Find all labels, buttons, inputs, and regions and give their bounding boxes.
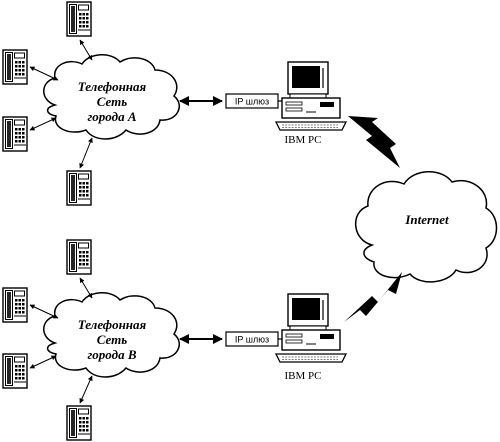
internet-label: Internet bbox=[404, 212, 449, 227]
network-b-line3: города В bbox=[88, 347, 137, 362]
cloud-internet bbox=[354, 171, 498, 283]
network-b-line2: Сеть bbox=[97, 332, 127, 347]
phone-link bbox=[29, 66, 59, 81]
cloud-network-b bbox=[43, 292, 180, 378]
phone-icon bbox=[2, 287, 28, 323]
phone-link bbox=[79, 39, 93, 61]
network-a-line1: Телефонная bbox=[78, 79, 147, 94]
phone-link bbox=[79, 375, 93, 404]
computer-icon bbox=[275, 61, 347, 131]
phone-link bbox=[79, 277, 93, 299]
phone-icon bbox=[66, 239, 92, 275]
phone-link bbox=[79, 137, 93, 169]
phone-icon bbox=[66, 170, 92, 206]
network-a-line3: города А bbox=[88, 109, 137, 124]
phone-icon bbox=[2, 49, 28, 85]
wireless-link-icon bbox=[348, 116, 400, 168]
pc-a-label: IBM PC bbox=[285, 134, 322, 146]
phone-icon bbox=[2, 116, 28, 152]
phone-link bbox=[29, 304, 59, 319]
computer-icon bbox=[275, 293, 347, 363]
network-b-line1: Телефонная bbox=[78, 317, 147, 332]
pc-b-label: IBM PC bbox=[285, 370, 322, 382]
cloud-network-a bbox=[43, 54, 180, 140]
internet: Internet bbox=[354, 171, 498, 283]
network-a-line2: Сеть bbox=[97, 94, 127, 109]
gateway-b-label: IP шлюз bbox=[235, 335, 269, 345]
phone-icon bbox=[66, 405, 92, 441]
wireless-link-icon bbox=[344, 272, 402, 322]
phone-icon bbox=[2, 353, 28, 389]
network-a: Телефонная Сеть города А IP шлюз IBM PC bbox=[2, 1, 347, 206]
phone-link bbox=[29, 117, 57, 131]
phone-link bbox=[29, 355, 57, 369]
gateway-a-label: IP шлюз bbox=[235, 97, 269, 107]
network-b: Телефонная Сеть города В IP шлюз IBM PC bbox=[2, 239, 347, 441]
phone-icon bbox=[66, 1, 92, 37]
